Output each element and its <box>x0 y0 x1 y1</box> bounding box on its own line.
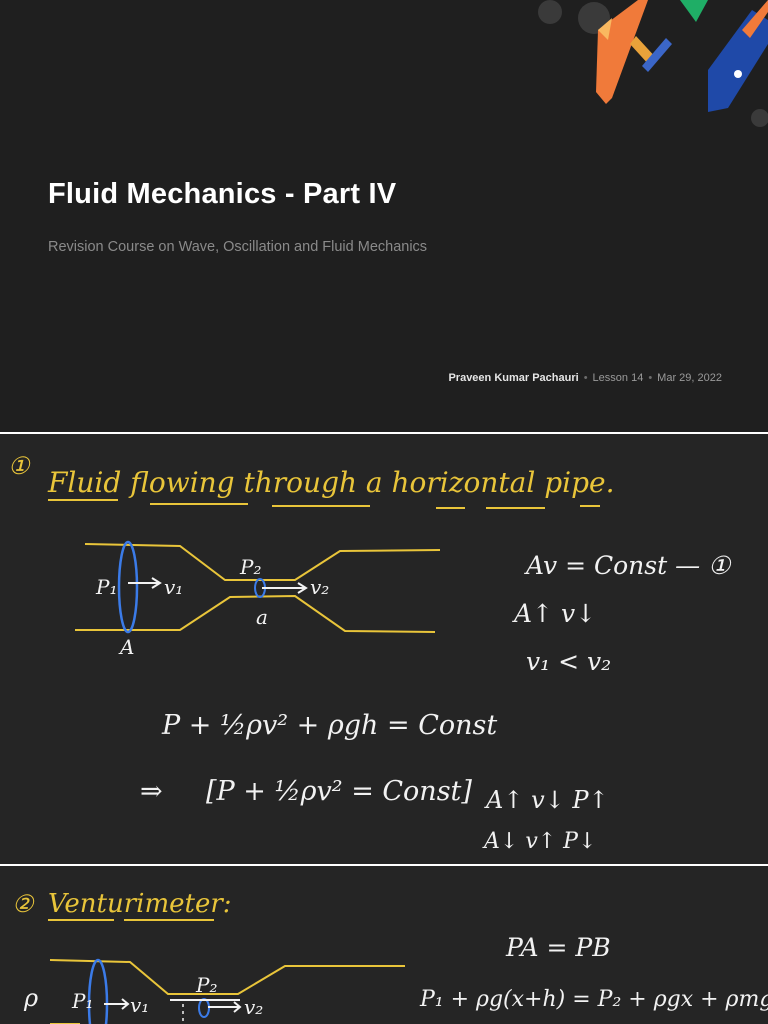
label-v1: v₁ <box>130 993 149 1017</box>
label-p2: P₂ <box>195 973 217 997</box>
separator-dot: • <box>648 372 653 384</box>
equation-pressure-high: A↑ v↓ P↑ <box>484 786 609 814</box>
venturi-diagram <box>49 959 405 1024</box>
label-v2: v₂ <box>244 995 263 1019</box>
whiteboard-slide-2: ② Venturimeter: ρ P₁ v₁ P₂ v₂ PA = PB P₁… <box>0 866 768 1024</box>
author-name: Praveen Kumar Pachauri <box>448 372 579 384</box>
velocity-arrow-1 <box>104 998 130 1010</box>
leaf-icon <box>680 0 708 22</box>
cover-slide: Fluid Mechanics - Part IV Revision Cours… <box>0 0 768 432</box>
equation-pressure-low: A↓ v↑ P↓ <box>482 829 596 854</box>
pen-icon <box>708 10 768 112</box>
decorative-illustration <box>538 0 768 127</box>
heading-number: ② <box>12 890 35 918</box>
whiteboard-slide-1: ① Fluid flowing through a horizontal pip… <box>0 434 768 864</box>
decor-dot-icon <box>751 109 768 127</box>
page-title: Fluid Mechanics - Part IV <box>48 178 397 210</box>
propeller-icon <box>642 38 672 72</box>
lesson-meta: Praveen Kumar Pachauri • Lesson 14 • Mar 29,… <box>448 372 722 384</box>
pipe-upper-wall <box>49 959 405 995</box>
cross-section-small <box>198 998 210 1018</box>
label-v1: v₁ <box>164 575 183 599</box>
slide-heading: Venturimeter: <box>48 889 232 919</box>
lesson-date: Mar 29, 2022 <box>657 372 722 384</box>
velocity-arrow-2 <box>262 582 308 594</box>
label-area-small: a <box>256 605 268 629</box>
equation-venturi: P₁ + ρg(x+h) = P₂ + ρgx + ρmgh <box>419 987 768 1012</box>
heading-underline <box>48 499 600 509</box>
decor-dot-icon <box>538 0 562 24</box>
label-p1: P₁ <box>95 575 117 599</box>
label-p2: P₂ <box>239 555 261 579</box>
pipe-lower-wall <box>75 594 436 633</box>
label-density: ρ <box>23 984 38 1012</box>
equation-velocity-compare: v₁ < v₂ <box>526 647 611 676</box>
equation-continuity: Av = Const — ① <box>524 551 732 580</box>
velocity-arrow-1 <box>128 577 162 589</box>
pen-stripe-icon <box>742 0 768 38</box>
whiteboard-canvas: ① Fluid flowing through a horizontal pip… <box>8 452 732 854</box>
implies-arrow: ⇒ <box>140 776 163 807</box>
equation-area-velocity: A↑ v↓ <box>512 599 596 628</box>
velocity-arrow-2 <box>208 1001 242 1013</box>
equation-bernoulli: P + ½ρv² + ρgh = Const <box>161 710 497 741</box>
rocket-tip-icon <box>598 18 612 40</box>
separator-dot: • <box>583 372 588 384</box>
label-area-large: A <box>118 635 134 659</box>
label-p1: P₁ <box>71 989 93 1013</box>
pipe-upper-wall <box>84 543 441 581</box>
course-subtitle: Revision Course on Wave, Oscillation and… <box>48 239 428 255</box>
pen-dot-icon <box>734 70 742 78</box>
equation-bernoulli-horizontal: [P + ½ρv² = Const] <box>206 776 472 807</box>
heading-number: ① <box>8 452 31 480</box>
whiteboard-canvas: ② Venturimeter: ρ P₁ v₁ P₂ v₂ PA = PB P₁… <box>12 889 768 1024</box>
equation-pressure-equal: PA = PB <box>505 933 611 962</box>
cross-section-large <box>117 540 139 634</box>
decor-dot-icon <box>578 2 610 34</box>
lesson-number: Lesson 14 <box>592 372 644 384</box>
label-v2: v₂ <box>310 575 329 599</box>
slide-heading: Fluid flowing through a horizontal pipe. <box>47 466 614 499</box>
